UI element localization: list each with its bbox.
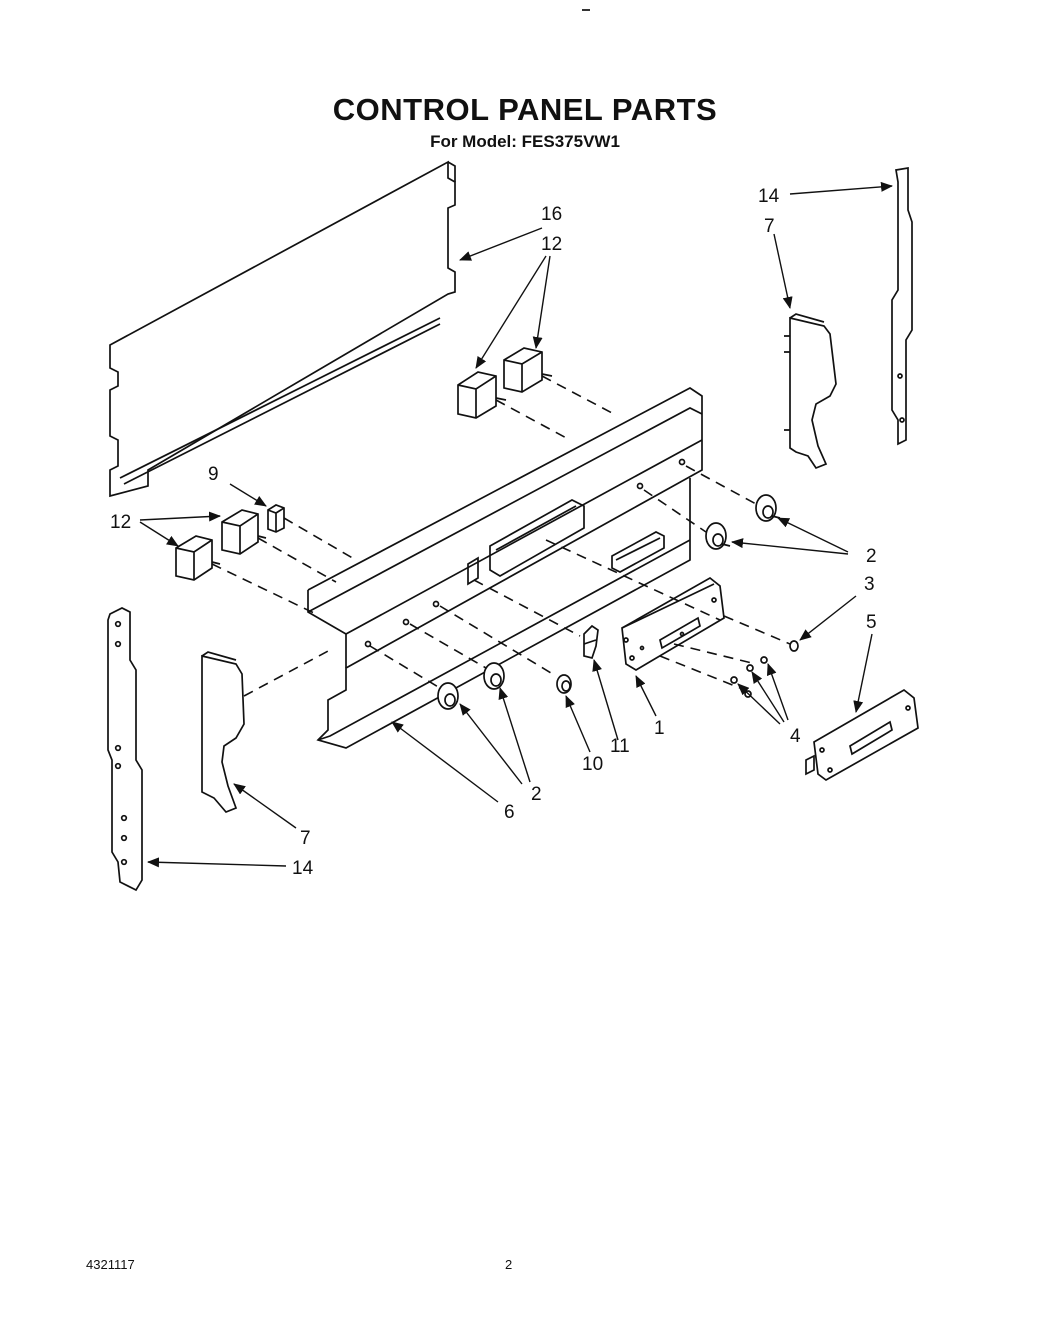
part-5-overlay (805, 688, 919, 782)
callout-2-right: 2 (866, 546, 877, 567)
callout-7-upper: 7 (764, 216, 775, 237)
callout-2-left: 2 (531, 784, 542, 805)
callout-4: 4 (790, 726, 801, 747)
callout-6: 6 (504, 802, 515, 823)
part-3-screw (789, 640, 799, 652)
part-1-control-board (621, 576, 725, 671)
part-12-cube-left-lower (175, 535, 221, 581)
part-7-end-cap-upper (784, 313, 837, 470)
part-11-rocker-switch (583, 624, 599, 660)
leader-arrows (139, 181, 893, 868)
callout-3: 3 (864, 574, 875, 595)
callout-5: 5 (866, 612, 877, 633)
page-number: 2 (505, 1257, 513, 1272)
part-14-side-rail-lower (107, 607, 143, 892)
part-4-screws (730, 656, 768, 698)
part-2-knob-left-a (437, 682, 459, 710)
part-2-knob-right-upper (755, 494, 781, 522)
part-12-cube-upper-left (457, 371, 507, 419)
part-2-knob-left-b (483, 662, 505, 690)
callout-14-lower: 14 (292, 858, 314, 879)
callout-7-lower: 7 (300, 828, 311, 849)
callout-12-upper: 12 (541, 234, 562, 255)
part-16-rear-panel (109, 160, 456, 498)
callout-labels: 16 12 14 7 9 12 2 3 5 1 4 11 10 2 6 7 14 (110, 186, 877, 879)
page-title: CONTROL PANEL PARTS (332, 92, 718, 127)
part-9-small-block (267, 504, 285, 533)
callout-10: 10 (582, 754, 603, 775)
assembly-lines (211, 375, 791, 697)
part-12-cube-left-upper (221, 509, 267, 555)
part-7-end-cap-lower (201, 651, 245, 814)
part-2-knob-right-lower (705, 522, 731, 550)
callout-14-upper: 14 (758, 186, 780, 207)
document-number: 4321117 (86, 1257, 135, 1272)
callout-9: 9 (208, 464, 219, 485)
model-subtitle: For Model: FES375VW1 (430, 132, 620, 151)
callout-16: 16 (541, 204, 562, 225)
part-6-control-panel-housing (307, 387, 703, 749)
part-14-side-rail-upper (891, 166, 913, 446)
callout-12-left: 12 (110, 512, 131, 533)
part-12-cube-upper-right (503, 347, 553, 393)
part-10-button (556, 674, 572, 694)
callout-1: 1 (654, 718, 665, 739)
callout-11: 11 (610, 736, 630, 757)
